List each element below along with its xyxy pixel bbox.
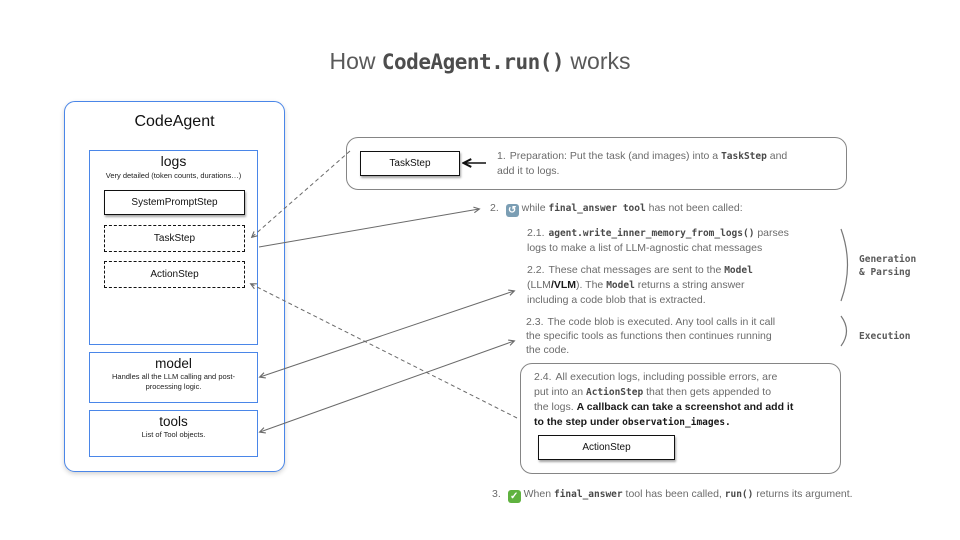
step22-number: 2.2. <box>527 264 545 276</box>
step23-line2: the specific tools as functions then con… <box>526 330 772 342</box>
connector-logs-to-step2 <box>258 209 479 248</box>
connector-tools-to-step23 <box>260 341 514 432</box>
logs-subtitle: Very detailed (token counts, durations…) <box>105 171 242 180</box>
step22-line2-c: ). The <box>576 279 607 291</box>
check-icon: ✓ <box>507 490 521 503</box>
step3-text-b: tool has been called, <box>622 488 725 500</box>
step1-line2: add it to logs. <box>497 165 560 177</box>
generation-parsing-label: Generation & Parsing <box>859 253 916 279</box>
step1-text-b: and <box>766 150 788 162</box>
step24-line4-a: to the step under <box>534 415 623 428</box>
step21-text: 2.1.agent.write_inner_memory_from_logs()… <box>527 226 857 255</box>
step24-line3-a: the logs. <box>534 401 577 413</box>
codeagent-panel: CodeAgent logs Very detailed (token coun… <box>64 101 285 472</box>
step3-text: 3. ✓ When final_answer tool has been cal… <box>492 487 932 503</box>
model-subtitle: Handles all the LLM calling and post-pro… <box>112 372 235 391</box>
loop-icon: ↺ <box>505 204 519 217</box>
generation-label-line2: & Parsing <box>859 267 911 278</box>
step1-code: TaskStep <box>721 151 767 162</box>
step1-text: 1.Preparation: Put the task (and images)… <box>497 149 842 178</box>
step23-line3: the code. <box>526 344 570 356</box>
step2-text-b: has not been called: <box>645 202 743 214</box>
step2-text-a: while <box>521 202 549 214</box>
page-title: How CodeAgent.run() works <box>0 48 960 75</box>
step21-number: 2.1. <box>527 227 545 239</box>
step3-code-a: final_answer <box>553 489 623 500</box>
task-step-box-left: TaskStep <box>104 225 245 252</box>
step1-number: 1. <box>497 150 506 162</box>
step22-code-a: Model <box>724 265 753 276</box>
step24-code-b: observation_images. <box>622 416 731 428</box>
tools-title: tools <box>159 414 188 429</box>
title-prefix: How <box>329 48 382 74</box>
step24-line2-b: that then gets appended to <box>643 385 772 398</box>
tools-box: tools List of Tool objects. <box>89 410 258 457</box>
step22-line2-d: returns a string answer <box>634 279 745 291</box>
execution-label: Execution <box>859 331 911 342</box>
model-title: model <box>155 356 192 371</box>
step3-code-b: run() <box>724 489 754 500</box>
step24-line2-a: put into an <box>534 385 586 398</box>
step22-line2-b: /VLM <box>550 279 577 291</box>
step3-text-c: returns its argument. <box>753 488 853 500</box>
tools-subtitle: List of Tool objects. <box>141 430 206 439</box>
step24-text: 2.4.All execution logs, including possib… <box>534 370 830 430</box>
step2-number: 2. <box>490 202 499 214</box>
generation-label-line1: Generation <box>859 254 917 265</box>
step3-text-a: When <box>523 488 554 500</box>
step3-number: 3. <box>492 488 501 500</box>
logs-box: logs Very detailed (token counts, durati… <box>89 150 258 345</box>
step1-text-a: Preparation: Put the task (and images) i… <box>509 150 722 162</box>
step24-line1: All execution logs, including possible e… <box>555 371 778 383</box>
action-step-box-right: ActionStep <box>538 435 675 460</box>
step21-code: agent.write_inner_memory_from_logs() <box>548 228 755 239</box>
step24-code-a: ActionStep <box>585 386 644 398</box>
step23-line1: The code blob is executed. Any tool call… <box>547 316 776 328</box>
connector-step24-to-actionstep <box>251 284 518 419</box>
step23-number: 2.3. <box>526 316 544 328</box>
connector-model-to-step22 <box>260 291 514 377</box>
step23-text: 2.3.The code blob is executed. Any tool … <box>526 315 856 357</box>
step22-text-a: These chat messages are sent to the <box>548 264 725 276</box>
step22-line3: including a code blob that is extracted. <box>527 294 706 306</box>
step21-text-a: parses <box>754 227 789 239</box>
step22-line2-a: (LLM <box>527 279 551 291</box>
step22-text: 2.2.These chat messages are sent to the … <box>527 263 857 307</box>
step24-number: 2.4. <box>534 371 552 383</box>
codeagent-panel-title: CodeAgent <box>134 113 215 130</box>
title-code: CodeAgent.run() <box>381 50 565 74</box>
step2-code: final_answer tool <box>548 203 646 214</box>
model-box: model Handles all the LLM calling and po… <box>89 352 258 403</box>
step2-text: 2. ↺ while final_answer tool has not bee… <box>490 201 910 217</box>
system-prompt-step-box: SystemPromptStep <box>104 190 245 215</box>
title-suffix: works <box>564 48 631 74</box>
step21-line2: logs to make a list of LLM-agnostic chat… <box>527 242 763 254</box>
action-step-box-left: ActionStep <box>104 261 245 288</box>
task-step-box-right: TaskStep <box>360 151 460 176</box>
step24-line3-b: A callback can take a screenshot and add… <box>576 401 794 413</box>
step22-code-b: Model <box>606 280 635 291</box>
logs-title: logs <box>160 153 187 169</box>
